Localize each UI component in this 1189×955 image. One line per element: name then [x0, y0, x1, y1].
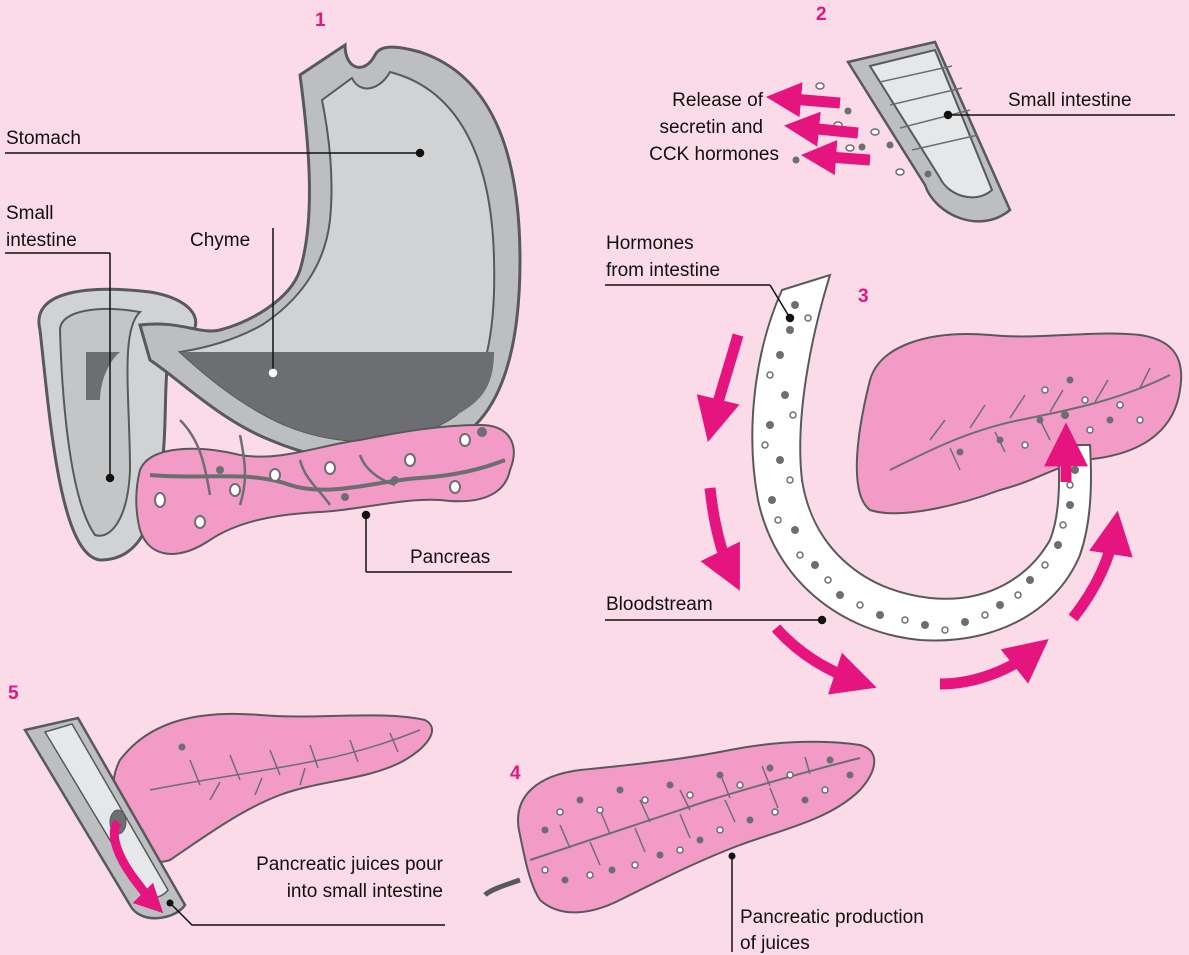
- label-hormones-line2: from intestine: [606, 259, 720, 282]
- flow-arrow-3: [776, 628, 860, 682]
- label-small-intestine-2: Small intestine: [1008, 89, 1132, 112]
- label-release-line3: CCK hormones: [649, 143, 779, 166]
- panel-5-leaders: [172, 905, 445, 925]
- flow-arrow-4: [940, 650, 1035, 684]
- label-stomach: Stomach: [6, 127, 81, 150]
- label-hormones-line1: Hormones: [606, 232, 694, 255]
- step-number-2: 2: [816, 4, 827, 26]
- label-pancreas: Pancreas: [410, 546, 490, 569]
- label-release-line2: secretin and: [659, 116, 763, 139]
- label-small-intestine-line2: intestine: [6, 229, 77, 252]
- label-production-line2: of juices: [740, 932, 810, 955]
- label-bloodstream: Bloodstream: [606, 593, 713, 616]
- label-juices-pour-line1: Pancreatic juices pour: [256, 853, 443, 876]
- panel-1-illustration: [39, 45, 520, 560]
- panel-3-illustration: [752, 275, 1181, 641]
- hormone-release-arrow-3: [815, 156, 870, 160]
- panel-4-illustration: [485, 742, 874, 913]
- hormone-release-arrow-2: [798, 127, 858, 133]
- label-small-intestine-line1: Small: [6, 202, 54, 225]
- flow-arrow-2: [710, 488, 732, 575]
- hormone-release-arrow-1: [780, 98, 840, 103]
- label-chyme: Chyme: [190, 229, 250, 252]
- step-number-3: 3: [858, 286, 869, 308]
- step-number-5: 5: [8, 683, 19, 705]
- label-juices-pour-line2: into small intestine: [287, 880, 443, 903]
- label-release-line1: Release of: [672, 89, 763, 112]
- panel-2-arrows: [780, 98, 870, 160]
- pancreas-shape-3: [857, 334, 1181, 514]
- step-number-1: 1: [315, 10, 326, 32]
- panel-2-leaders: [945, 112, 1176, 119]
- flow-arrow-1: [712, 335, 738, 425]
- step-number-4: 4: [510, 763, 521, 785]
- label-production-line1: Pancreatic production: [740, 906, 924, 929]
